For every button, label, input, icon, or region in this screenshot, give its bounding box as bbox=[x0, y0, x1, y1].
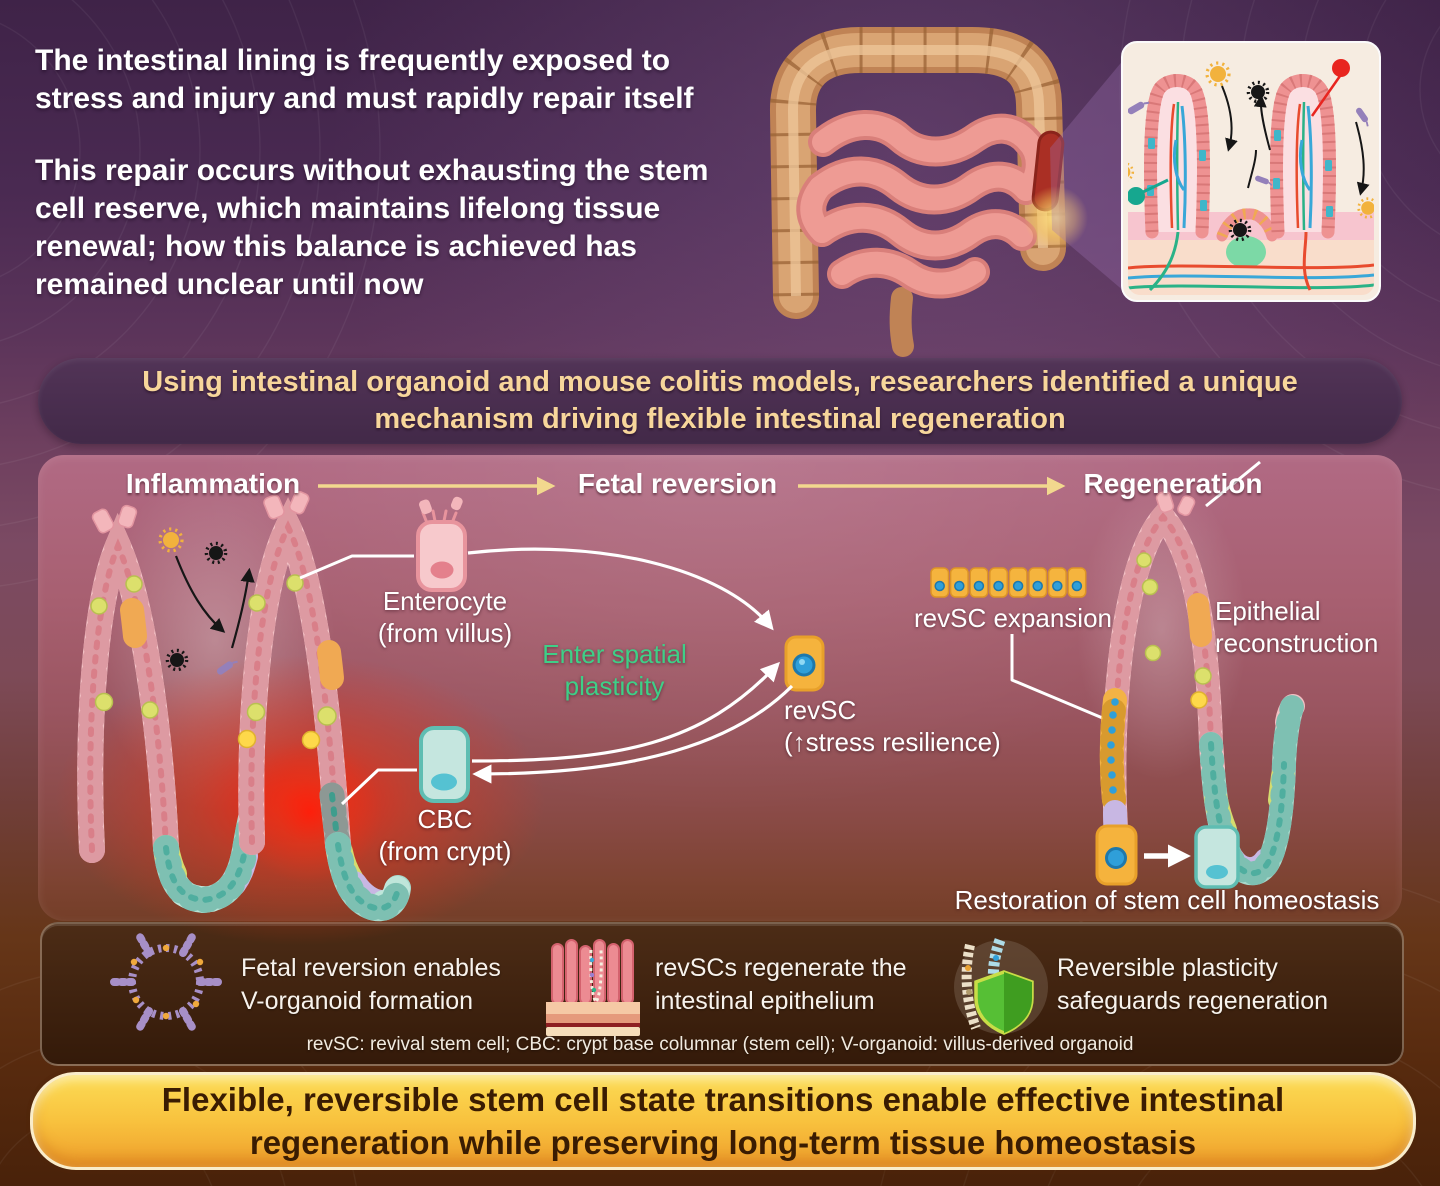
highlight-banner: Using intestinal organoid and mouse coli… bbox=[38, 358, 1402, 444]
conclusion-banner: Flexible, reversible stem cell state tra… bbox=[30, 1072, 1416, 1170]
highlight-banner-text: Using intestinal organoid and mouse coli… bbox=[142, 366, 1298, 435]
conclusion-line-2: regeneration while preserving long-term … bbox=[249, 1124, 1197, 1161]
key-points-panel bbox=[40, 922, 1404, 1066]
mechanism-panel bbox=[38, 455, 1402, 921]
conclusion-line-1: Flexible, reversible stem cell state tra… bbox=[161, 1081, 1285, 1118]
